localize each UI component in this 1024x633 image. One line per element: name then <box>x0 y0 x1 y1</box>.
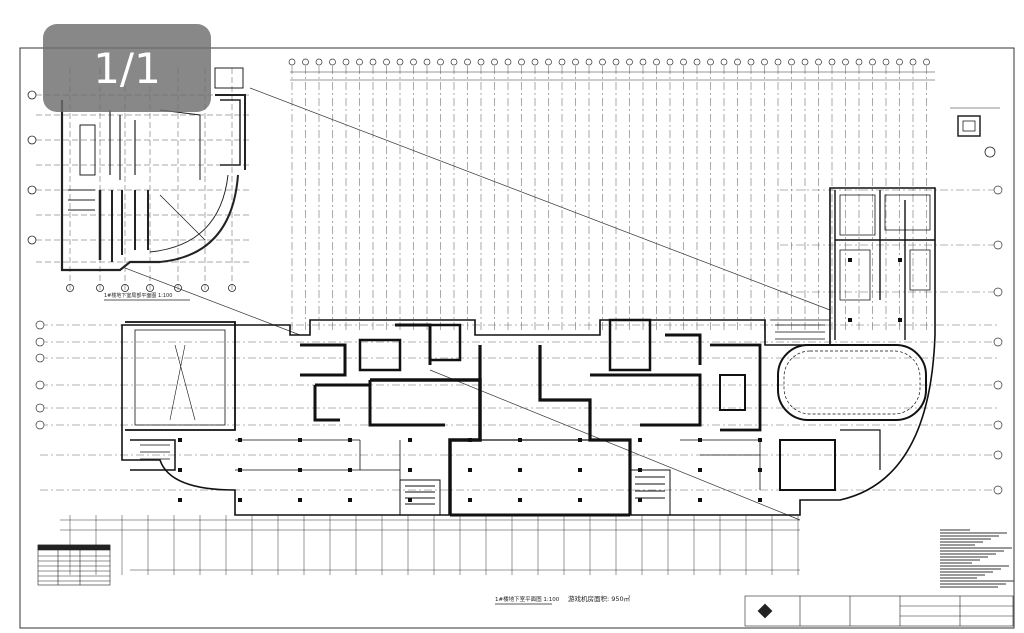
detail-plan <box>27 67 250 292</box>
legend-table <box>37 544 111 586</box>
detail-leader-lines <box>124 87 831 521</box>
vertical-grid-axes <box>291 66 927 330</box>
bottom-grid-ticks <box>69 515 799 575</box>
bottom-dimension-lines <box>60 519 800 571</box>
main-floor-plan <box>121 187 936 517</box>
top-right-detail <box>950 107 1000 158</box>
area-note: 游戏机房面积: 950㎡ <box>568 594 631 603</box>
main-plan-caption: 1#楼地下室平面图 1:100 <box>495 595 560 603</box>
grid-axis-bubbles <box>288 58 930 66</box>
sheet-border <box>19 47 1015 629</box>
general-notes-text <box>940 529 1014 588</box>
page-counter-badge[interactable]: 1/1 <box>43 24 211 112</box>
detail-plan-caption: 1#楼地下室局部平面图 1:100 <box>104 292 172 299</box>
left-axis-bubbles <box>35 185 1003 495</box>
title-block <box>744 595 1014 627</box>
page-counter-text: 1/1 <box>93 43 161 93</box>
